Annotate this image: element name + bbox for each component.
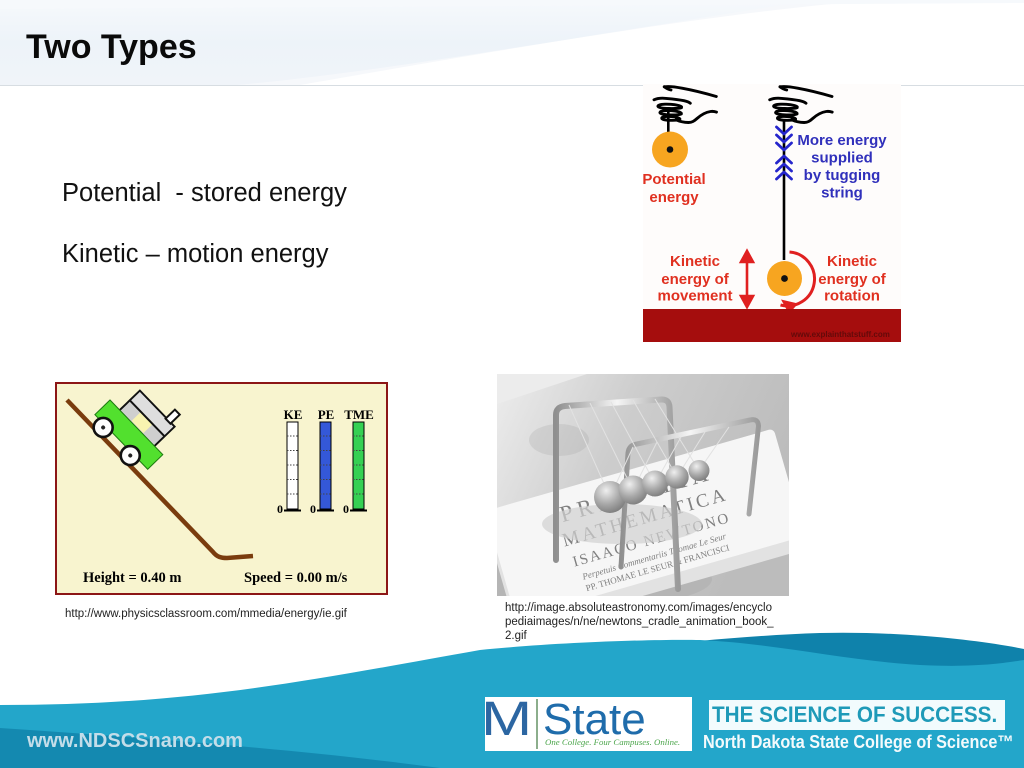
svg-text:More energy: More energy xyxy=(797,132,887,149)
svg-text:by tugging: by tugging xyxy=(804,167,881,184)
svg-text:PE: PE xyxy=(318,407,335,422)
svg-text:energy of: energy of xyxy=(661,271,730,288)
svg-text:0: 0 xyxy=(277,502,283,516)
svg-text:string: string xyxy=(821,185,863,202)
svg-text:rotation: rotation xyxy=(824,288,880,305)
svg-text:Kinetic: Kinetic xyxy=(827,253,877,270)
svg-text:KE: KE xyxy=(284,407,303,422)
svg-text:TME: TME xyxy=(344,407,374,422)
svg-text:supplied: supplied xyxy=(811,150,873,167)
svg-text:energy: energy xyxy=(649,189,699,206)
svg-text:Height = 0.40 m: Height = 0.40 m xyxy=(83,570,181,586)
svg-text:www.explainthatstuff.com: www.explainthatstuff.com xyxy=(790,330,890,339)
svg-text:0: 0 xyxy=(310,502,316,516)
svg-text:Speed = 0.00 m/s: Speed = 0.00 m/s xyxy=(244,570,348,586)
svg-text:Potential: Potential xyxy=(643,171,706,188)
svg-text:Kinetic: Kinetic xyxy=(670,253,720,270)
svg-text:0: 0 xyxy=(343,502,349,516)
svg-text:movement: movement xyxy=(657,288,732,305)
svg-text:energy of: energy of xyxy=(818,271,887,288)
